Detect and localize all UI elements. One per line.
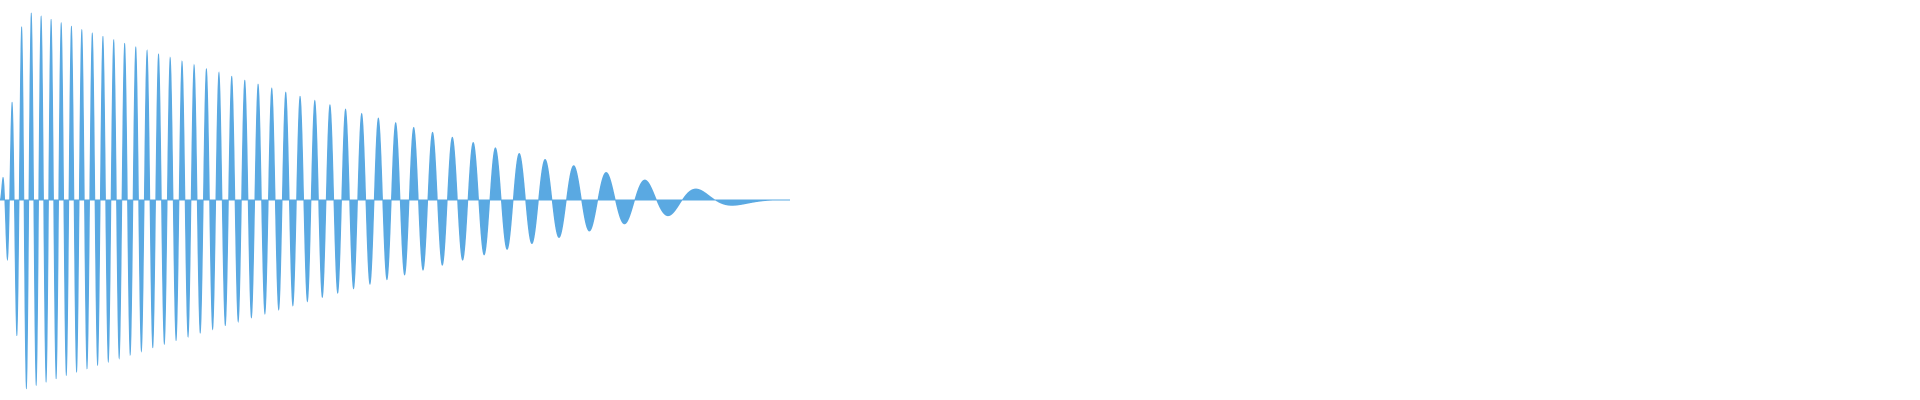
waveform-fill	[0, 12, 790, 390]
